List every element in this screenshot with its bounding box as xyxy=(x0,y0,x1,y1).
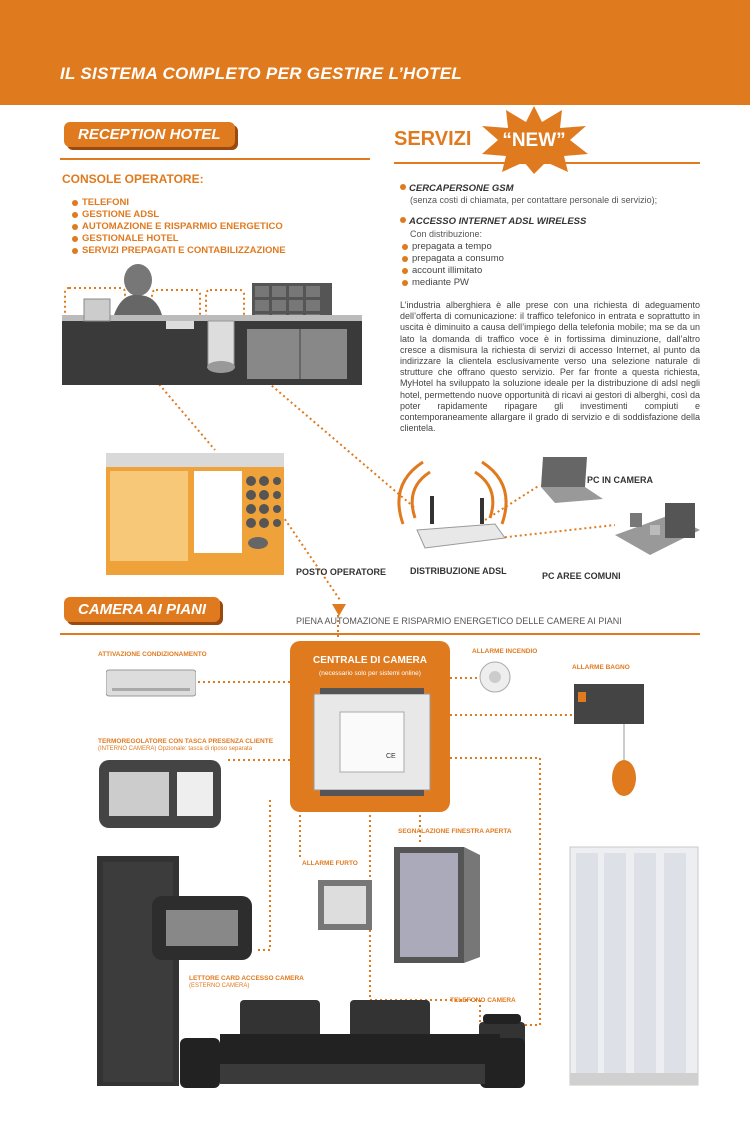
bullet-icon xyxy=(400,217,406,223)
reception-hotel-label: RECEPTION HOTEL xyxy=(64,122,235,147)
segnalazione-finestra-label: SEGNALAZIONE FINESTRA APERTA xyxy=(398,828,512,835)
allarme-incendio-label: ALLARME INCENDIO xyxy=(472,648,538,655)
console-operatore-title: CONSOLE OPERATORE: xyxy=(62,172,204,186)
door-icon xyxy=(97,856,179,1086)
servizi-label: SERVIZI xyxy=(394,128,472,150)
intrusion-alarm-icon xyxy=(318,880,372,930)
svg-text:CE: CE xyxy=(386,753,396,760)
lettore-card-sub-label: (ESTERNO CAMERA) xyxy=(189,983,250,989)
telefono-camera-label: TELEFONO CAMERA xyxy=(450,997,516,1004)
thermostat-icon xyxy=(99,760,221,828)
list-item: mediante PW xyxy=(400,277,504,289)
list-item: GESTIONE ADSL xyxy=(70,209,286,221)
centrale-title: CENTRALE DI CAMERA xyxy=(313,655,427,666)
adsl-list: prepagata a tempo prepagata a consumo ac… xyxy=(400,241,504,289)
camera-ai-piani-label: CAMERA AI PIANI xyxy=(64,597,221,622)
attivazione-condizionamento-label: ATTIVAZIONE CONDIZIONAMENTO xyxy=(98,651,207,658)
smoke-detector-icon xyxy=(479,661,511,693)
new-label: “NEW” xyxy=(502,130,566,151)
shower-cabin-illustration xyxy=(569,846,699,1086)
bathroom-alarm-icon xyxy=(574,684,644,796)
console-operatore-list: TELEFONI GESTIONE ADSL AUTOMAZIONE E RIS… xyxy=(70,197,286,257)
adsl-title: ACCESSO INTERNET ADSL WIRELESS xyxy=(400,216,586,227)
list-item: prepagata a consumo xyxy=(400,253,504,265)
header-bar xyxy=(0,0,750,105)
gsm-title: CERCAPERSONE GSM xyxy=(400,183,514,194)
bullet-icon xyxy=(400,184,406,190)
adsl-subtitle: Con distribuzione: xyxy=(410,229,483,239)
posto-operatore-label: POSTO OPERATORE xyxy=(296,567,387,577)
reception-desk-illustration xyxy=(62,264,362,385)
list-item: GESTIONALE HOTEL xyxy=(70,233,286,245)
pc-aree-comuni-label: PC AREE COMUNI xyxy=(542,571,621,581)
termoregolatore-sub-label: (INTERNO CAMERA) Opzionale: tasca di rip… xyxy=(98,746,253,752)
list-item: AUTOMAZIONE E RISPARMIO ENERGETICO xyxy=(70,221,286,233)
wifi-router-icon xyxy=(397,460,508,549)
termoregolatore-label: TERMOREGOLATORE CON TASCA PRESENZA CLIEN… xyxy=(98,738,274,745)
new-starburst-icon xyxy=(482,106,588,174)
reception-divider xyxy=(60,158,370,160)
lettore-card-label: LETTORE CARD ACCESSO CAMERA xyxy=(189,975,304,982)
list-item: prepagata a tempo xyxy=(400,241,504,253)
list-item: account illimitato xyxy=(400,265,504,277)
camera-subtitle: PIENA AUTOMAZIONE E RISPARMIO ENERGETICO… xyxy=(296,616,622,626)
operator-screen-illustration xyxy=(106,453,284,575)
centrale-device-icon: CE xyxy=(313,688,431,796)
bed-sofa-illustration xyxy=(180,1000,525,1088)
list-item: TELEFONI xyxy=(70,197,286,209)
camera-divider xyxy=(60,633,700,635)
page-title: IL SISTEMA COMPLETO PER GESTIRE L’HOTEL xyxy=(60,64,463,83)
servizi-paragraph: L’industria alberghiera è alle prese con… xyxy=(400,300,700,434)
allarme-bagno-label: ALLARME BAGNO xyxy=(572,664,630,671)
laptop-icon xyxy=(541,457,603,503)
allarme-furto-label: ALLARME FURTO xyxy=(302,860,358,867)
pc-aree-comuni-icon xyxy=(615,503,700,555)
window-icon xyxy=(394,847,480,963)
air-conditioner-icon xyxy=(106,669,196,697)
centrale-subtitle: (necessario solo per sistemi online) xyxy=(319,670,421,677)
gsm-subtitle: (senza costi di chiamata, per contattare… xyxy=(410,195,658,205)
list-item: SERVIZI PREPAGATI E CONTABILIZZAZIONE xyxy=(70,245,286,257)
servizi-divider xyxy=(394,162,700,164)
pc-in-camera-label: PC IN CAMERA xyxy=(587,475,654,485)
arrow-down-icon xyxy=(332,604,346,616)
card-reader-icon xyxy=(152,896,252,960)
distribuzione-adsl-label: DISTRIBUZIONE ADSL xyxy=(410,566,507,576)
